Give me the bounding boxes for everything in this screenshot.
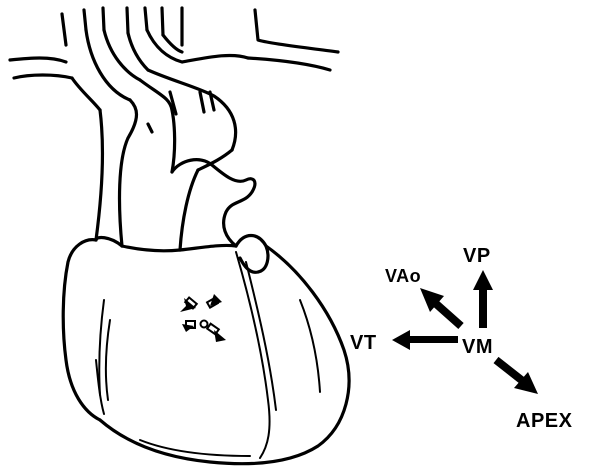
valve-arrow-up-left-icon bbox=[180, 297, 197, 312]
great-vessels bbox=[10, 8, 338, 250]
vao-arrow-icon bbox=[420, 288, 461, 326]
valve-arrow-left-icon bbox=[182, 321, 195, 332]
valve-arrows bbox=[180, 294, 226, 342]
label-vm: VM bbox=[462, 336, 493, 358]
vp-arrow-icon bbox=[473, 270, 493, 328]
valve-arrow-up-icon bbox=[207, 294, 222, 308]
label-vao: VAo bbox=[385, 266, 421, 286]
orientation-compass: VP VAo VT VM APEX bbox=[350, 245, 573, 432]
valve-arrow-down-right-icon bbox=[207, 324, 226, 342]
label-vp: VP bbox=[463, 245, 491, 267]
apex-arrow-icon bbox=[496, 360, 538, 394]
label-apex: APEX bbox=[516, 410, 573, 432]
label-vt: VT bbox=[350, 332, 377, 354]
vt-arrow-icon bbox=[392, 330, 458, 350]
heart-outline bbox=[63, 236, 349, 464]
